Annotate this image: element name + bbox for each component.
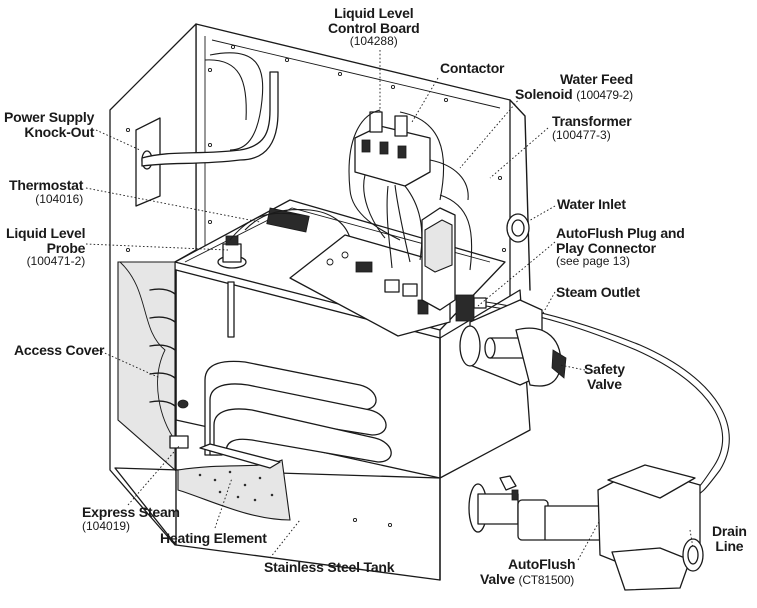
thermostat [229, 207, 351, 241]
label-level-probe: Liquid Level Probe (100471-2) [6, 225, 86, 269]
label-autoflush-plug: AutoFlush Plug and Play Connector (see p… [556, 225, 685, 269]
water-inlet [506, 213, 530, 243]
label-water-inlet: Water Inlet [557, 196, 626, 212]
power-cables [141, 52, 279, 167]
steam-outlet [459, 299, 567, 387]
label-steam-outlet: Steam Outlet [556, 284, 640, 300]
access-cover [117, 261, 181, 472]
label-level-board: Liquid Level Control Board (104288) [328, 5, 420, 49]
contactor [354, 111, 431, 187]
label-water-feed: Water Feed Solenoid (100479-2) [515, 71, 633, 102]
label-express-steam: Express Steam (104019) [82, 504, 180, 533]
label-safety-valve: Safety Valve [584, 361, 625, 392]
label-access-cover: Access Cover [14, 342, 105, 358]
autoflush-connector [455, 294, 730, 497]
label-power-supply: Power Supply Knock-Out [4, 109, 95, 140]
label-stainless-tank: Stainless Steel Tank [264, 559, 395, 575]
leader-lines [85, 50, 694, 561]
wiring-bundle [348, 109, 473, 271]
label-contactor: Contactor [440, 60, 505, 76]
autoflush-valve [468, 464, 704, 591]
label-autoflush-valve: AutoFlush Valve (CT81500) [480, 556, 576, 587]
label-transformer: Transformer (100477-3) [552, 113, 632, 142]
liquid-level-probe [217, 235, 247, 269]
label-thermostat: Thermostat (104016) [9, 177, 84, 206]
transformer [421, 207, 456, 311]
label-drain-line: Drain Line [712, 523, 747, 554]
label-heating-element: Heating Element [160, 530, 267, 546]
heating-element [169, 360, 392, 469]
